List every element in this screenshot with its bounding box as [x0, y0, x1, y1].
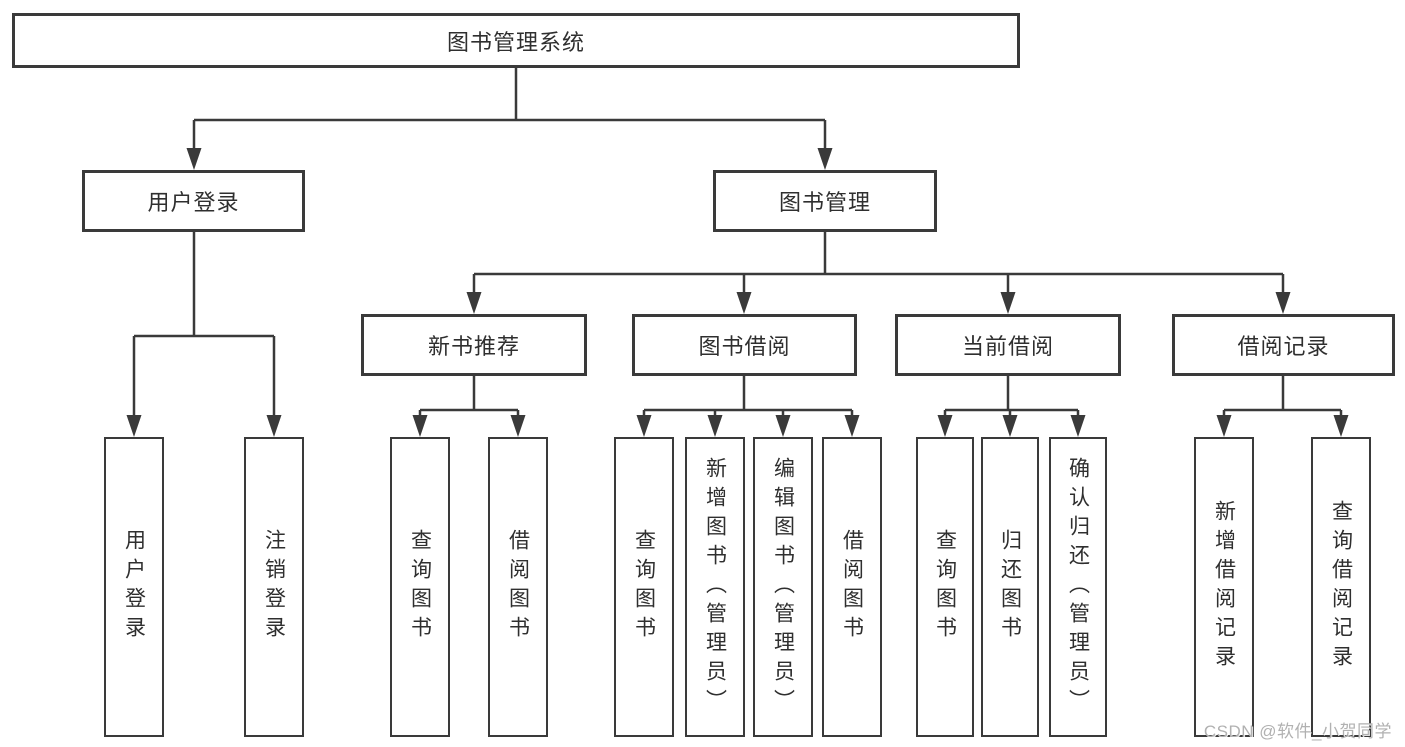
leaf-edit-books-admin-label: 编辑图书（管理员） [771, 456, 795, 718]
node-current-borrowing-label: 当前借阅 [961, 334, 1054, 359]
node-current-borrowing: 当前借阅 [895, 314, 1121, 376]
leaf-confirm-return-admin-label: 确认归还（管理员） [1066, 456, 1090, 718]
leaf-current-query-books-label: 查询图书 [933, 529, 957, 645]
connector-lines-path [132, 68, 1343, 419]
leaf-logout-label: 注销登录 [262, 529, 286, 645]
leaf-return-books-label: 归还图书 [998, 529, 1022, 645]
leaf-recommend-query-books: 查询图书 [390, 437, 450, 737]
leaf-confirm-return-admin: 确认归还（管理员） [1049, 437, 1107, 737]
node-book-borrowing: 图书借阅 [632, 314, 857, 376]
csdn-watermark: CSDN @软件_小贺同学 [1203, 722, 1392, 741]
leaf-current-query-books: 查询图书 [916, 437, 974, 737]
leaf-user-login: 用户登录 [104, 437, 164, 737]
leaf-query-borrow-record: 查询借阅记录 [1311, 437, 1371, 737]
arrowhead-shapes [126, 148, 1349, 437]
connector-arrowheads [126, 148, 1349, 437]
leaf-borrow-books-label: 借阅图书 [840, 529, 864, 645]
leaf-recommend-borrow-books: 借阅图书 [488, 437, 548, 737]
leaf-edit-books-admin: 编辑图书（管理员） [753, 437, 813, 737]
leaf-recommend-borrow-books-label: 借阅图书 [506, 529, 530, 645]
leaf-add-borrow-record: 新增借阅记录 [1194, 437, 1254, 737]
node-new-book-recommend: 新书推荐 [361, 314, 587, 376]
node-book-management-label: 图书管理 [778, 190, 871, 215]
leaf-return-books: 归还图书 [981, 437, 1039, 737]
node-borrowing-records: 借阅记录 [1172, 314, 1395, 376]
leaf-add-borrow-record-label: 新增借阅记录 [1212, 500, 1236, 674]
node-user-login-label: 用户登录 [147, 190, 240, 215]
node-root-system: 图书管理系统 [12, 13, 1020, 68]
leaf-borrowing-query-books: 查询图书 [614, 437, 674, 737]
leaf-borrowing-query-books-label: 查询图书 [632, 529, 656, 645]
leaf-add-books-admin-label: 新增图书（管理员） [703, 456, 727, 718]
leaf-add-books-admin: 新增图书（管理员） [685, 437, 745, 737]
leaf-recommend-query-books-label: 查询图书 [408, 529, 432, 645]
node-user-login: 用户登录 [82, 170, 305, 232]
node-root-system-label: 图书管理系统 [446, 29, 585, 55]
leaf-user-login-label: 用户登录 [122, 529, 146, 645]
node-book-management: 图书管理 [713, 170, 937, 232]
connector-lines [132, 68, 1343, 419]
leaf-logout: 注销登录 [244, 437, 304, 737]
node-borrowing-records-label: 借阅记录 [1237, 334, 1330, 359]
leaf-borrow-books: 借阅图书 [822, 437, 882, 737]
node-book-borrowing-label: 图书借阅 [698, 334, 791, 359]
node-new-book-recommend-label: 新书推荐 [427, 334, 520, 359]
leaf-query-borrow-record-label: 查询借阅记录 [1329, 500, 1353, 674]
